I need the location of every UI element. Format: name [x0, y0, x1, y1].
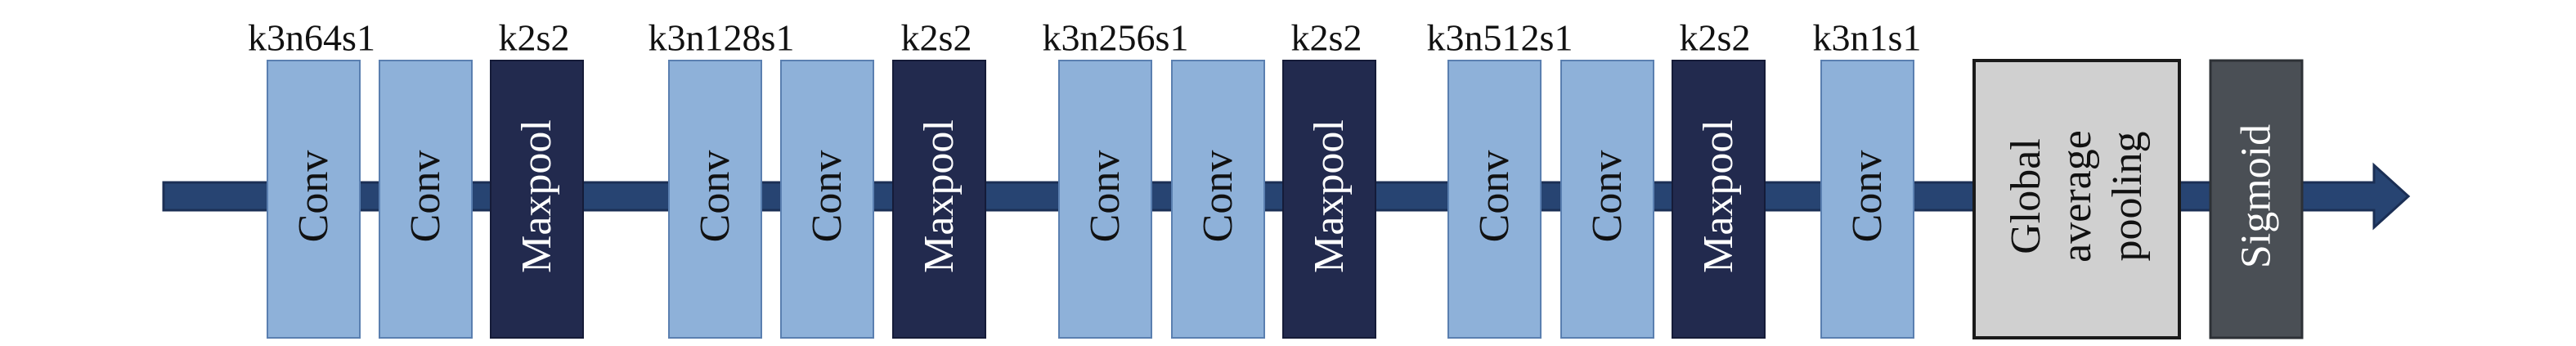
conv-final-label-line-1: Conv — [1844, 151, 1891, 243]
maxpool-4-label-line-1: Maxpool — [1695, 119, 1742, 273]
maxpool-2-label-line-1: Maxpool — [916, 119, 963, 273]
label-block1-pool: k2s2 — [499, 17, 570, 59]
conv-1a-label-line-1: Conv — [290, 151, 337, 243]
maxpool-1-label-line-1: Maxpool — [514, 119, 560, 273]
maxpool-2-box — [892, 60, 986, 339]
conv-4a-box — [1447, 60, 1542, 339]
conv-3a-block: Conv — [1058, 60, 1152, 339]
conv-2b-block: Conv — [780, 60, 874, 339]
conv-3a-label-line-1: Conv — [1082, 151, 1129, 243]
maxpool-2-block: Maxpool — [892, 60, 986, 339]
label-block3-conv: k3n256s1 — [1043, 17, 1189, 59]
conv-1b-label-line-1: Conv — [402, 151, 449, 243]
global-average-pooling-box — [1972, 59, 2181, 339]
maxpool-3-label-line-1: Maxpool — [1306, 119, 1353, 273]
maxpool-4-box — [1672, 60, 1766, 339]
label-block4-conv: k3n512s1 — [1427, 17, 1573, 59]
conv-4a-label-line-1: Conv — [1471, 151, 1518, 243]
label-final-conv: k3n1s1 — [1813, 17, 1922, 59]
maxpool-3-box — [1282, 60, 1376, 339]
sigmoid-block: Sigmoid — [2209, 59, 2304, 339]
maxpool-1-box — [490, 60, 584, 339]
label-block2-pool: k2s2 — [901, 17, 972, 59]
conv-2a-block: Conv — [668, 60, 762, 339]
label-block4-pool: k2s2 — [1680, 17, 1751, 59]
global-average-pooling-label-line-3: pooling — [2104, 132, 2151, 262]
global-average-pooling-label-line-2: average — [2053, 130, 2100, 263]
conv-1a-block: Conv — [267, 60, 361, 339]
conv-1b-box — [379, 60, 473, 339]
global-average-pooling-label-line-1: Global — [2003, 138, 2049, 254]
conv-4b-box — [1560, 60, 1654, 339]
conv-final-box — [1820, 60, 1914, 339]
conv-2b-label-line-1: Conv — [804, 151, 850, 243]
maxpool-4-block: Maxpool — [1672, 60, 1766, 339]
conv-2a-box — [668, 60, 762, 339]
conv-3b-label-line-1: Conv — [1195, 151, 1241, 243]
conv-2a-label-line-1: Conv — [692, 151, 738, 243]
conv-1a-box — [267, 60, 361, 339]
maxpool-3-block: Maxpool — [1282, 60, 1376, 339]
maxpool-1-block: Maxpool — [490, 60, 584, 339]
conv-final-block: Conv — [1820, 60, 1914, 339]
conv-3a-box — [1058, 60, 1152, 339]
conv-4b-block: Conv — [1560, 60, 1654, 339]
conv-1b-block: Conv — [379, 60, 473, 339]
label-block1-conv: k3n64s1 — [248, 17, 375, 59]
label-block3-pool: k2s2 — [1291, 17, 1362, 59]
conv-2b-box — [780, 60, 874, 339]
conv-4a-block: Conv — [1447, 60, 1542, 339]
sigmoid-box — [2209, 59, 2304, 339]
sigmoid-label-line-1: Sigmoid — [2233, 124, 2280, 268]
label-block2-conv: k3n128s1 — [648, 17, 795, 59]
conv-3b-block: Conv — [1171, 60, 1265, 339]
conv-4b-label-line-1: Conv — [1584, 151, 1631, 243]
conv-3b-box — [1171, 60, 1265, 339]
